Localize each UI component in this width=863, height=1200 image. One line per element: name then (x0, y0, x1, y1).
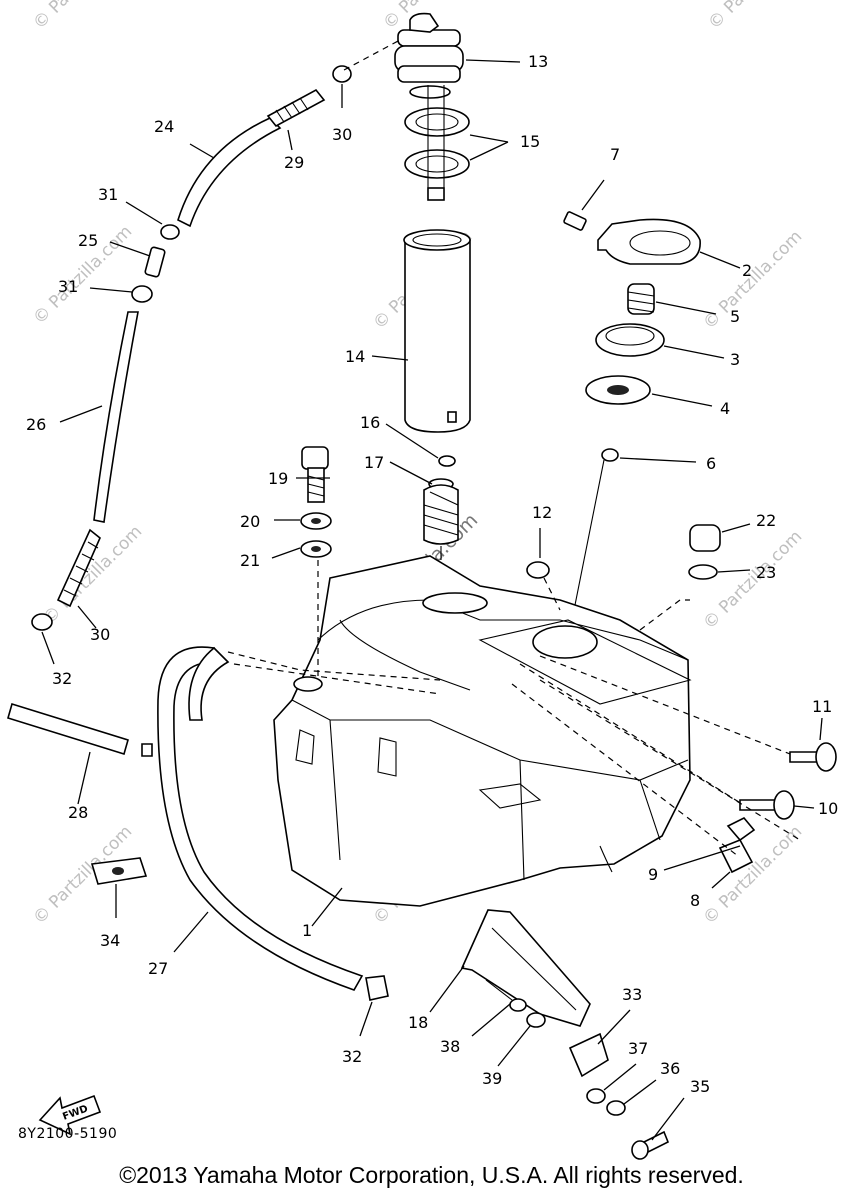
part-32-clamp-upper (131, 285, 153, 303)
part-22-cap (689, 524, 721, 552)
callout-32-left: 32 (52, 669, 72, 688)
part-15-gaskets (404, 85, 470, 201)
callout-37: 37 (628, 1039, 648, 1058)
callout-38: 38 (440, 1037, 460, 1056)
callout-30: 30 (90, 625, 110, 644)
watermark: © Partzilla.com (704, 0, 811, 34)
callout-18: 18 (408, 1013, 428, 1032)
diagram-code: 8Y2100-5190 (18, 1126, 118, 1142)
part-33-plate (568, 1032, 609, 1078)
callout-15: 15 (520, 132, 540, 151)
part-35-bolt (631, 1130, 670, 1160)
watermark: © Partzilla.com (699, 227, 806, 334)
watermark: © Partzilla.com (699, 822, 806, 929)
callout-7: 7 (610, 145, 620, 164)
callout-19: 19 (268, 469, 288, 488)
part-3-gasket (595, 323, 665, 357)
callout-12: 12 (532, 503, 552, 522)
part-23-washer (688, 564, 718, 580)
callout-8: 8 (690, 891, 700, 910)
part-17-fuel-filter (423, 478, 459, 560)
watermark: © Partzilla.com (29, 0, 136, 34)
part-39-washer (526, 1012, 546, 1028)
callout-4: 4 (720, 399, 730, 418)
part-12-grommet (526, 561, 550, 579)
part-24-hose (177, 117, 282, 228)
callout-10: 10 (818, 799, 838, 818)
part-9-clip (726, 817, 756, 842)
callout-9: 9 (648, 865, 658, 884)
callout-31-top: 30 (332, 125, 352, 144)
part-20-washer (300, 512, 332, 530)
part-10-screw (739, 790, 795, 820)
part-38-screw (485, 979, 527, 1012)
callout-32-bottom: 32 (342, 1047, 362, 1066)
callout-14: 14 (345, 347, 365, 366)
callout-1: 1 (302, 921, 312, 940)
callout-6: 6 (706, 454, 716, 473)
callout-11: 11 (812, 697, 832, 716)
leader-lines (41, 59, 823, 1141)
fwd-arrow-icon: FWD (38, 1094, 102, 1136)
callout-34: 34 (100, 931, 120, 950)
callout-36: 36 (660, 1059, 680, 1078)
part-30-spring (56, 528, 101, 608)
callout-26: 26 (26, 415, 46, 434)
callout-20: 20 (240, 512, 260, 531)
callout-33: 33 (622, 985, 642, 1004)
callout-2: 2 (742, 261, 752, 280)
part-34-bracket (90, 857, 148, 885)
callout-21: 21 (240, 551, 260, 570)
part-32-clamp-lower-left (31, 613, 53, 631)
part-5-spring (627, 283, 655, 315)
part-11-screw (789, 742, 837, 772)
part-16-clip (438, 455, 456, 467)
part-28-hose (7, 702, 153, 757)
callout-13: 13 (528, 52, 548, 71)
copyright-notice: ©2013 Yamaha Motor Corporation, U.S.A. A… (119, 1162, 744, 1188)
part-1-fuel-tank (273, 555, 692, 907)
part-18-bracket (460, 909, 591, 1027)
callout-5: 5 (730, 307, 740, 326)
connector-lines (227, 39, 801, 857)
part-21-washer (300, 540, 332, 558)
part-13-filter-cap (394, 12, 464, 99)
callout-32-upper: 31 (58, 277, 78, 296)
part-14-filter-tube (403, 229, 471, 433)
part-8-clamp (718, 838, 754, 874)
part-7-pin (563, 211, 587, 231)
callout-labels: 13 15 14 16 17 19 20 21 7 2 5 3 4 6 12 2… (26, 52, 838, 1096)
part-27-hose (157, 646, 364, 991)
part-31-clamp-top (332, 65, 352, 83)
callout-39: 39 (482, 1069, 502, 1088)
part-4-gasket (585, 375, 651, 405)
part-2-tank-cap (597, 218, 701, 265)
part-6-nut (601, 448, 619, 462)
callout-27: 27 (148, 959, 168, 978)
part-26-hose (93, 311, 139, 523)
callout-24: 24 (154, 117, 174, 136)
callout-23: 23 (756, 563, 776, 582)
part-25-joint (144, 246, 166, 278)
callout-28: 28 (68, 803, 88, 822)
part-31-clamp-left (160, 224, 180, 240)
callout-16: 16 (360, 413, 380, 432)
callout-3: 3 (730, 350, 740, 369)
part-37-washer (586, 1088, 606, 1104)
part-29-spring (266, 88, 326, 128)
part-19-bolt (301, 446, 329, 503)
callout-29: 29 (284, 153, 304, 172)
callout-17: 17 (364, 453, 384, 472)
part-36-washer (606, 1100, 626, 1116)
callout-31-left: 31 (98, 185, 118, 204)
callout-22: 22 (756, 511, 776, 530)
callout-35: 35 (690, 1077, 710, 1096)
callout-25: 25 (78, 231, 98, 250)
part-32-clamp-bottom (365, 975, 389, 1001)
